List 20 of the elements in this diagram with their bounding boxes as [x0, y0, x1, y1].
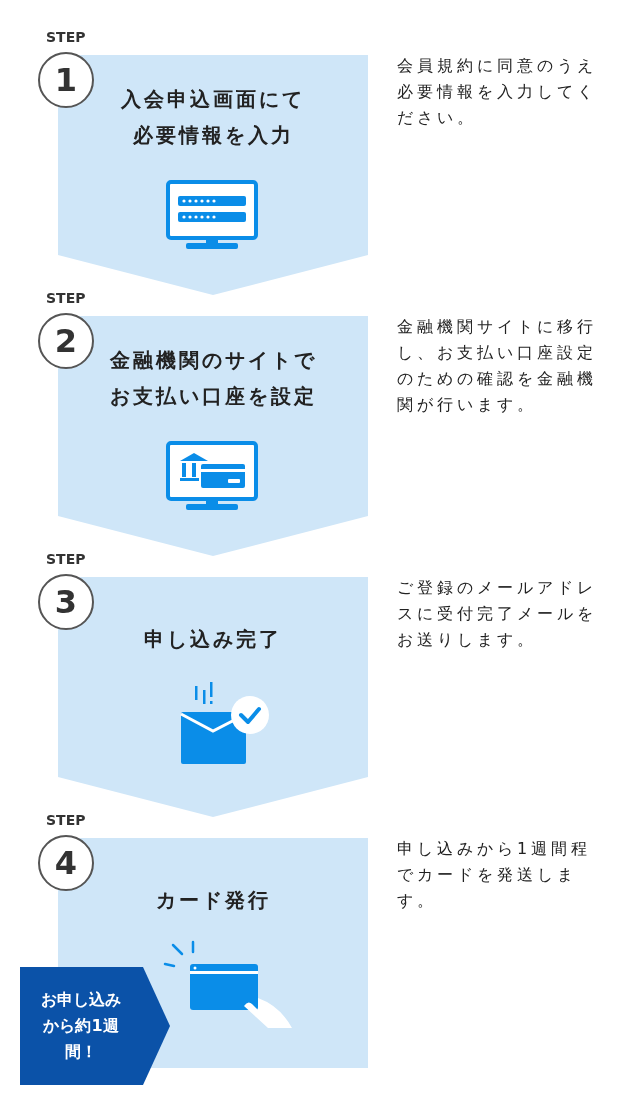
step-description: 申し込みから1週間程でカードを発送します。 — [397, 838, 593, 912]
step-number: 2 — [38, 313, 94, 369]
step-description: 会員規約に同意のうえ必要情報を入力してください。 — [397, 55, 598, 129]
step-number: 4 — [38, 835, 94, 891]
step-title: 申し込み完了 — [143, 626, 283, 653]
step-label: STEP — [46, 29, 86, 45]
step-label: STEP — [46, 551, 86, 567]
step-description: ご登録のメールアドレスに受付完了メールをお送りします。 — [397, 577, 598, 651]
step-number: 3 — [38, 574, 94, 630]
step-title: 金融機関のサイトでお支払い口座を設定 — [108, 347, 318, 410]
step-panel — [58, 55, 368, 295]
step-label: STEP — [46, 290, 86, 306]
step-description: 金融機関サイトに移行し、お支払い口座設定のための確認を金融機関が行います。 — [397, 316, 598, 416]
step-number: 1 — [38, 52, 94, 108]
step-title: カード発行 — [154, 887, 272, 914]
step-panel — [58, 577, 368, 817]
step-title: 入会申込画面にて必要情報を入力 — [120, 86, 306, 149]
step-label: STEP — [46, 812, 86, 828]
duration-badge: お申し込みから約1週間！ — [20, 967, 170, 1085]
step-panel — [58, 316, 368, 556]
